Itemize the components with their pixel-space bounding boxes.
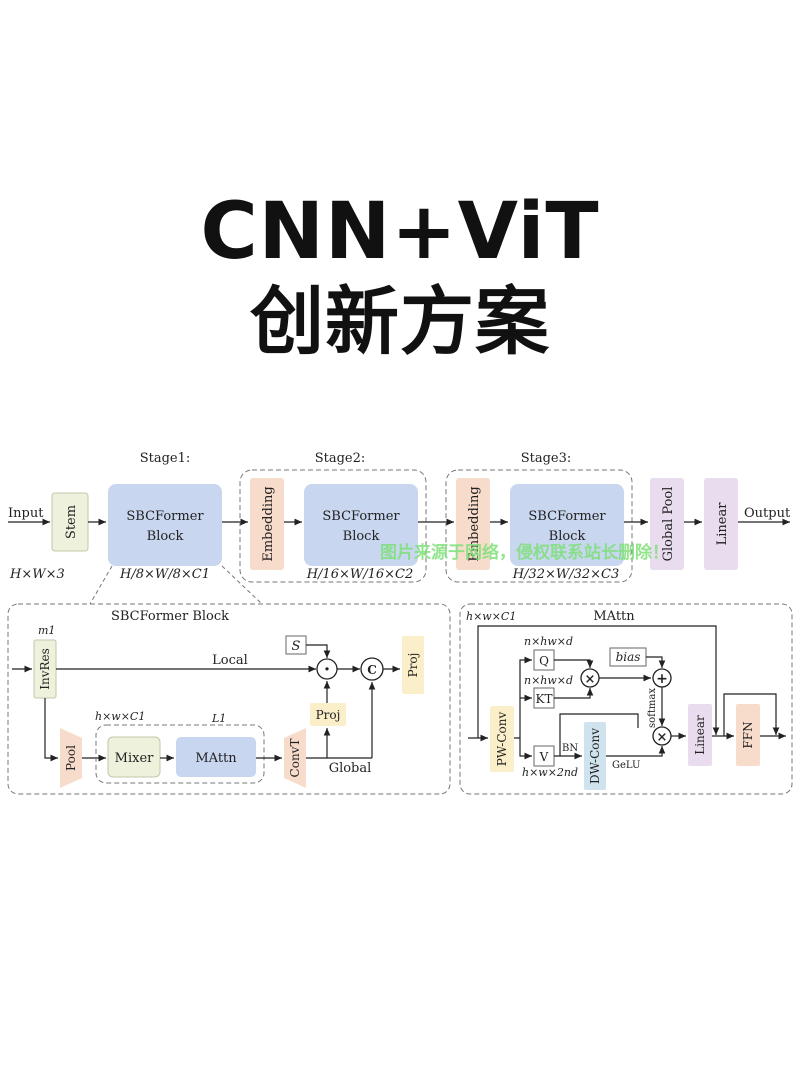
residual-arrow: [477, 625, 720, 738]
stage2-dim: H/16×W/16×C2: [306, 567, 414, 582]
qk-times-symbol: ×: [585, 672, 596, 687]
stage2-dashed-frame: [239, 469, 427, 583]
v-label: V: [539, 750, 549, 764]
mattn-detail-frame: [459, 603, 793, 795]
convt-trapezoid: [284, 728, 306, 788]
stage1-block-line1: SBCFormer: [126, 509, 204, 524]
ffn-box: [736, 704, 760, 766]
input-label: Input: [8, 506, 44, 521]
out-proj-box: [402, 636, 424, 694]
output-label: Output: [744, 506, 791, 521]
convt-label: ConvT: [288, 739, 302, 778]
arrow: [44, 698, 58, 762]
dwconv-box: [584, 722, 606, 790]
mattn-hwc1-label: h×w×C1: [466, 610, 516, 623]
pwconv-label: PW-Conv: [495, 712, 509, 767]
input-dim: H×W×3: [9, 567, 65, 582]
sbcformer-detail-frame: [7, 603, 451, 795]
bn-label: BN: [562, 743, 578, 754]
stage3-block-line1: SBCFormer: [528, 509, 606, 524]
dot-symbol: ·: [324, 659, 330, 680]
mattn-linear-box: [688, 704, 712, 766]
stage3-block-line2: Block: [549, 529, 586, 544]
mixer-box: [107, 736, 161, 778]
mixer-label: Mixer: [115, 751, 154, 766]
stage2-block-line1: SBCFormer: [322, 509, 400, 524]
stage3-embedding-label: Embedding: [467, 486, 482, 561]
title-line-1: CNN+ViT: [200, 187, 600, 277]
zoom-line-left: [89, 565, 113, 605]
v-bypass-line: [559, 713, 639, 756]
bias-label: bias: [616, 650, 641, 664]
linear-box: [704, 478, 738, 570]
out-proj-label: Proj: [406, 653, 420, 678]
pool-trapezoid: [60, 728, 82, 788]
stage2-block-line2: Block: [343, 529, 380, 544]
attn-v-times-symbol: ×: [657, 730, 668, 745]
stage2-embedding-label: Embedding: [261, 486, 276, 561]
proj-label: Proj: [316, 708, 341, 722]
hwc1-label: h×w×C1: [95, 710, 145, 723]
v-arrow: [519, 738, 532, 760]
watermark-text: 图片来源于网络，侵权联系站长删除！: [380, 542, 669, 563]
arrow: [646, 656, 666, 668]
sbcformer-detail-title: SBCFormer Block: [111, 609, 229, 624]
arrow: [606, 746, 666, 757]
local-label: Local: [212, 653, 248, 668]
q-dim: n×hw×d: [524, 635, 573, 648]
stage3-embedding-box: [456, 478, 490, 570]
global-pool-label: Global Pool: [661, 487, 676, 562]
concat-symbol: C: [367, 663, 377, 677]
linear-label: Linear: [715, 502, 730, 546]
dwconv-label: DW-Conv: [588, 728, 602, 784]
zoom-line-right: [221, 565, 263, 605]
pool-label: Pool: [64, 745, 78, 771]
stage1-block-line2: Block: [147, 529, 184, 544]
gelu-label: GeLU: [612, 760, 640, 771]
l1-label: L1: [211, 712, 226, 725]
stage3-label: Stage3:: [521, 451, 572, 466]
mattn-linear-label: Linear: [693, 715, 707, 755]
stage2-label: Stage2:: [315, 451, 366, 466]
mattn-detail-title: MAttn: [593, 609, 635, 624]
ffn-label: FFN: [741, 721, 755, 748]
stage1-dim: H/8×W/8×C1: [119, 567, 210, 582]
q-label: Q: [539, 654, 549, 668]
v-dim: h×w×2nd: [522, 766, 578, 779]
s-label: S: [292, 639, 301, 654]
stage3-dim: H/32×W/32×C3: [512, 567, 620, 582]
k-label: KT: [536, 692, 553, 706]
mattn-label: MAttn: [195, 751, 237, 766]
stage2-block: [304, 484, 418, 566]
title-line-2: 创新方案: [250, 279, 550, 365]
ffn-residual-arrow: [723, 693, 780, 736]
softmax-label: softmax: [647, 688, 658, 728]
invres-label: InvRes: [38, 648, 52, 690]
arrow: [554, 688, 594, 699]
l1-dashed-frame: [95, 724, 265, 784]
stage3-block: [510, 484, 624, 566]
pwconv-box: [490, 706, 514, 772]
stem-label: Stem: [64, 505, 79, 539]
arrow: [554, 659, 594, 668]
global-pool-box: [650, 478, 684, 570]
stage1-block: [108, 484, 222, 566]
mattn-box: [176, 737, 256, 777]
k-dim: n×hw×d: [524, 674, 573, 687]
q-arrow: [514, 656, 532, 739]
stage3-dashed-frame: [445, 469, 633, 583]
m1-label: m1: [38, 624, 55, 637]
bias-plus-symbol: +: [656, 671, 668, 687]
stage1-label: Stage1:: [140, 451, 191, 466]
stage2-embedding-box: [250, 478, 284, 570]
global-label: Global: [329, 761, 372, 776]
arrow: [306, 644, 331, 658]
proj-box: [310, 703, 346, 726]
